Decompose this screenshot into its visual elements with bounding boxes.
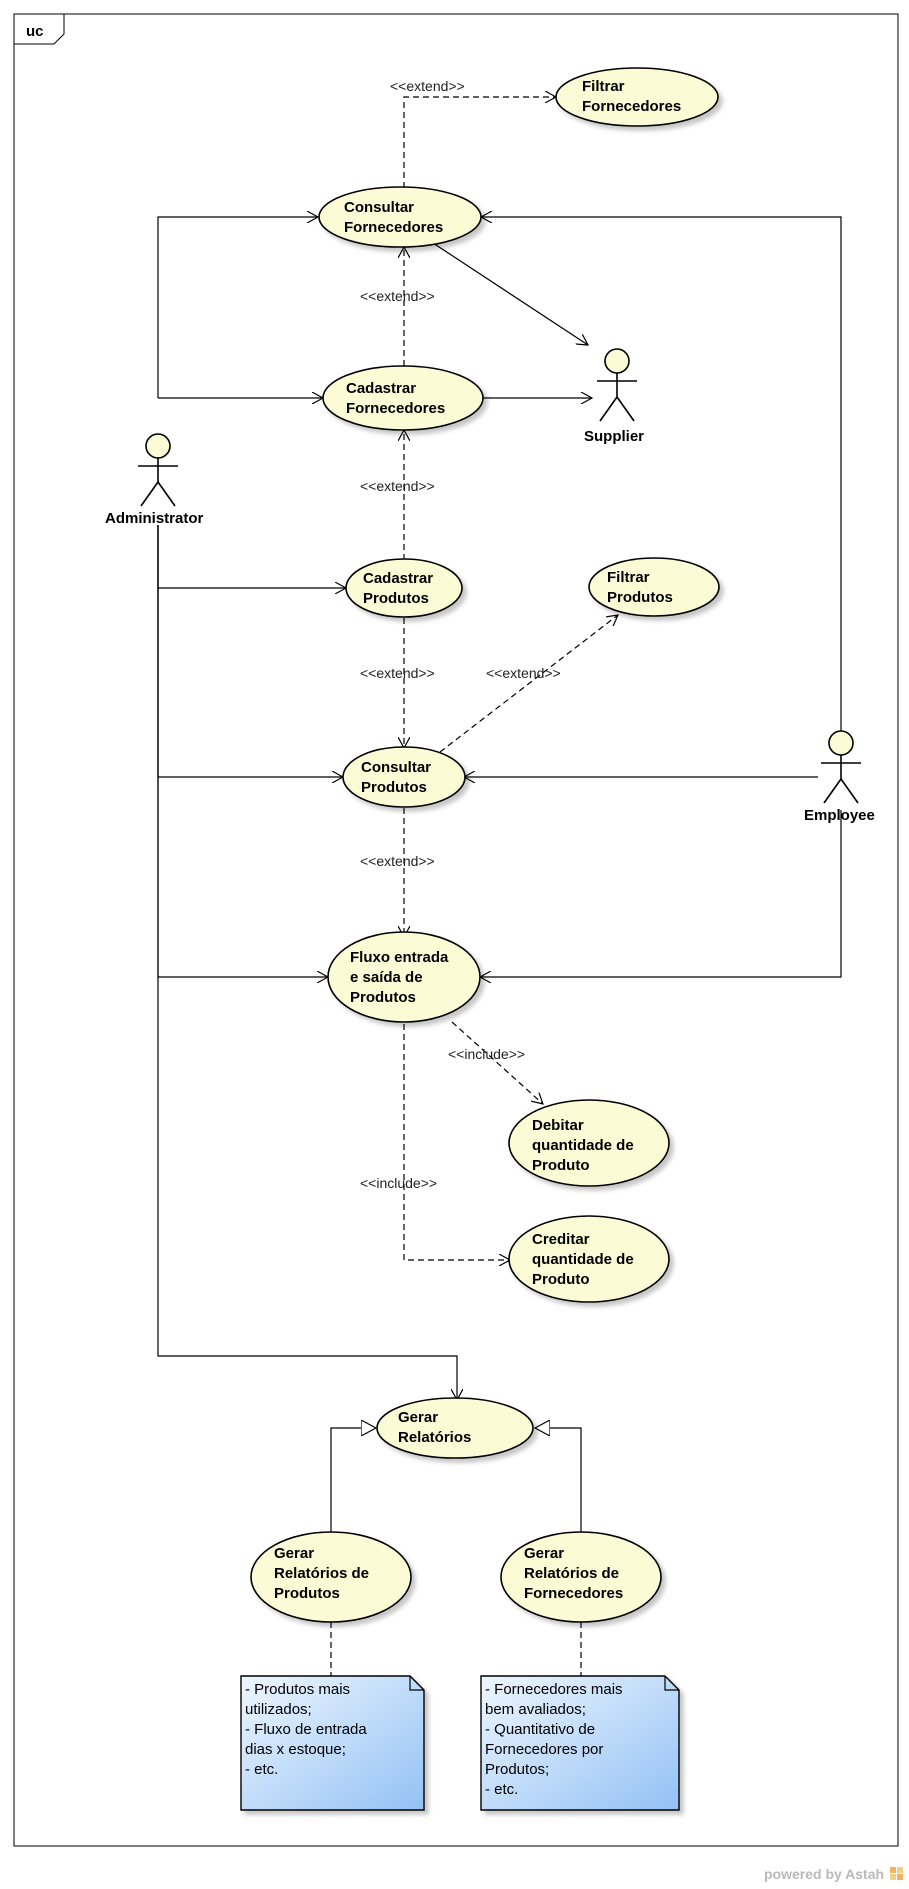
note-line: - Produtos mais (245, 1681, 350, 1698)
frame-label: uc (26, 23, 44, 40)
assoc-employee-consultar-fornecedores (481, 217, 842, 735)
uc-line: Consultar (344, 199, 414, 216)
use-case-filtrar-produtos[interactable]: Filtrar Produtos (588, 557, 720, 617)
use-case-gerar-relatorios-produtos[interactable]: Gerar Relatórios de Produtos (250, 1531, 412, 1623)
stereotype-extend-3: <<extend>> (360, 478, 435, 494)
astah-logo-icon (890, 1867, 903, 1880)
actor-supplier[interactable]: Supplier (584, 348, 644, 445)
uc-line: Gerar (524, 1545, 564, 1562)
uc-line: Produtos (350, 989, 416, 1006)
note-line: - Fornecedores mais (485, 1681, 623, 1698)
actor-employee[interactable]: Employee (804, 730, 875, 824)
note-produtos: - Produtos mais utilizados; - Fluxo de e… (240, 1675, 425, 1811)
uc-line: Fluxo entrada (350, 949, 449, 966)
uc-line: Relatórios de (274, 1565, 369, 1582)
generalization-fornecedores (535, 1428, 582, 1532)
note-line: - etc. (485, 1781, 518, 1798)
assoc-consultar-supplier (432, 242, 588, 345)
use-case-debitar-quantidade[interactable]: Debitar quantidade de Produto (508, 1099, 670, 1187)
assoc-admin-cadastrar-produtos (157, 525, 346, 588)
stereotype-extend-4: <<extend>> (360, 665, 435, 681)
stereotype-extend-6: <<extend>> (360, 853, 435, 869)
frame: uc (13, 13, 899, 1847)
note-line: - etc. (245, 1761, 278, 1778)
use-case-gerar-relatorios-fornecedores[interactable]: Gerar Relatórios de Fornecedores (500, 1531, 662, 1623)
uc-line: Cadastrar (346, 380, 416, 397)
actor-icon (138, 433, 178, 507)
generalizations (330, 1428, 582, 1532)
include-debitar (451, 1021, 543, 1104)
use-case-fluxo-entrada-saida[interactable]: Fluxo entrada e saída de Produtos (327, 931, 481, 1023)
uc-line: Produto (532, 1271, 590, 1288)
note-line: Produtos; (485, 1761, 549, 1778)
uc-line: Produtos (361, 779, 427, 796)
note-fornecedores: - Fornecedores mais bem avaliados; - Qua… (480, 1675, 680, 1811)
note-line: utilizados; (245, 1701, 312, 1718)
uc-line: Relatórios de (524, 1565, 619, 1582)
actor-label: Employee (804, 807, 875, 824)
stereotype-include-1: <<include>> (448, 1046, 525, 1062)
use-case-consultar-fornecedores[interactable]: Consultar Fornecedores (318, 186, 482, 248)
use-case-creditar-quantidade[interactable]: Creditar quantidade de Produto (508, 1215, 670, 1303)
note-line: - Quantitativo de (485, 1721, 595, 1738)
uc-line: e saída de (350, 969, 423, 986)
note-line: bem avaliados; (485, 1701, 586, 1718)
uc-line: Fornecedores (524, 1585, 623, 1602)
note-line: dias x estoque; (245, 1741, 346, 1758)
uc-line: Gerar (398, 1409, 438, 1426)
extend-filtrar-fornecedores (403, 97, 556, 188)
actor-administrator[interactable]: Administrator (105, 433, 204, 527)
associations (157, 217, 842, 1400)
uc-line: Produtos (274, 1585, 340, 1602)
assoc-admin-consultar-fornecedores (157, 217, 318, 398)
uc-line: Produto (532, 1157, 590, 1174)
powered-by-text: powered by Astah (764, 1866, 884, 1882)
uc-line: Cadastrar (363, 570, 433, 587)
uc-line: Relatórios (398, 1429, 471, 1446)
uc-line: Debitar (532, 1117, 584, 1134)
use-case-gerar-relatorios[interactable]: Gerar Relatórios (376, 1397, 534, 1459)
uc-line: Filtrar (582, 78, 625, 95)
note-line: Fornecedores por (485, 1741, 603, 1758)
powered-by: powered by Astah (764, 1866, 903, 1882)
uc-line: Produtos (607, 589, 673, 606)
actor-label: Administrator (105, 510, 204, 527)
assoc-admin-fluxo (157, 525, 328, 977)
stereotype-extend-5: <<extend>> (486, 665, 561, 681)
uc-line: Gerar (274, 1545, 314, 1562)
uc-line: Fornecedores (346, 400, 445, 417)
actor-label: Supplier (584, 428, 644, 445)
use-case-cadastrar-fornecedores[interactable]: Cadastrar Fornecedores (322, 365, 484, 431)
uc-line: Fornecedores (582, 98, 681, 115)
uc-line: quantidade de (532, 1251, 634, 1268)
actor-icon (597, 348, 637, 422)
uc-line: Filtrar (607, 569, 650, 586)
uc-line: Produtos (363, 590, 429, 607)
actor-icon (821, 730, 861, 804)
use-case-filtrar-fornecedores[interactable]: Filtrar Fornecedores (555, 67, 719, 127)
use-case-cadastrar-produtos[interactable]: Cadastrar Produtos (345, 558, 463, 618)
generalization-produtos (330, 1428, 376, 1532)
assoc-admin-gerar-relatorios (157, 525, 457, 1400)
note-line: - Fluxo de entrada (245, 1721, 367, 1738)
stereotype-extend-1: <<extend>> (390, 78, 465, 94)
uc-line: Consultar (361, 759, 431, 776)
assoc-employee-fluxo (480, 810, 842, 977)
include-creditar (403, 1024, 510, 1260)
dependencies (330, 97, 618, 1676)
uc-line: Creditar (532, 1231, 590, 1248)
extend-filtrar-produtos (439, 615, 618, 753)
stereotype-extend-2: <<extend>> (360, 288, 435, 304)
uc-line: quantidade de (532, 1137, 634, 1154)
use-case-consultar-produtos[interactable]: Consultar Produtos (342, 746, 466, 808)
uc-line: Fornecedores (344, 219, 443, 236)
assoc-admin-consultar-produtos (157, 525, 343, 777)
stereotype-include-2: <<include>> (360, 1175, 437, 1191)
stereotype-labels: <<extend>> <<extend>> <<extend>> <<exten… (360, 78, 561, 1191)
